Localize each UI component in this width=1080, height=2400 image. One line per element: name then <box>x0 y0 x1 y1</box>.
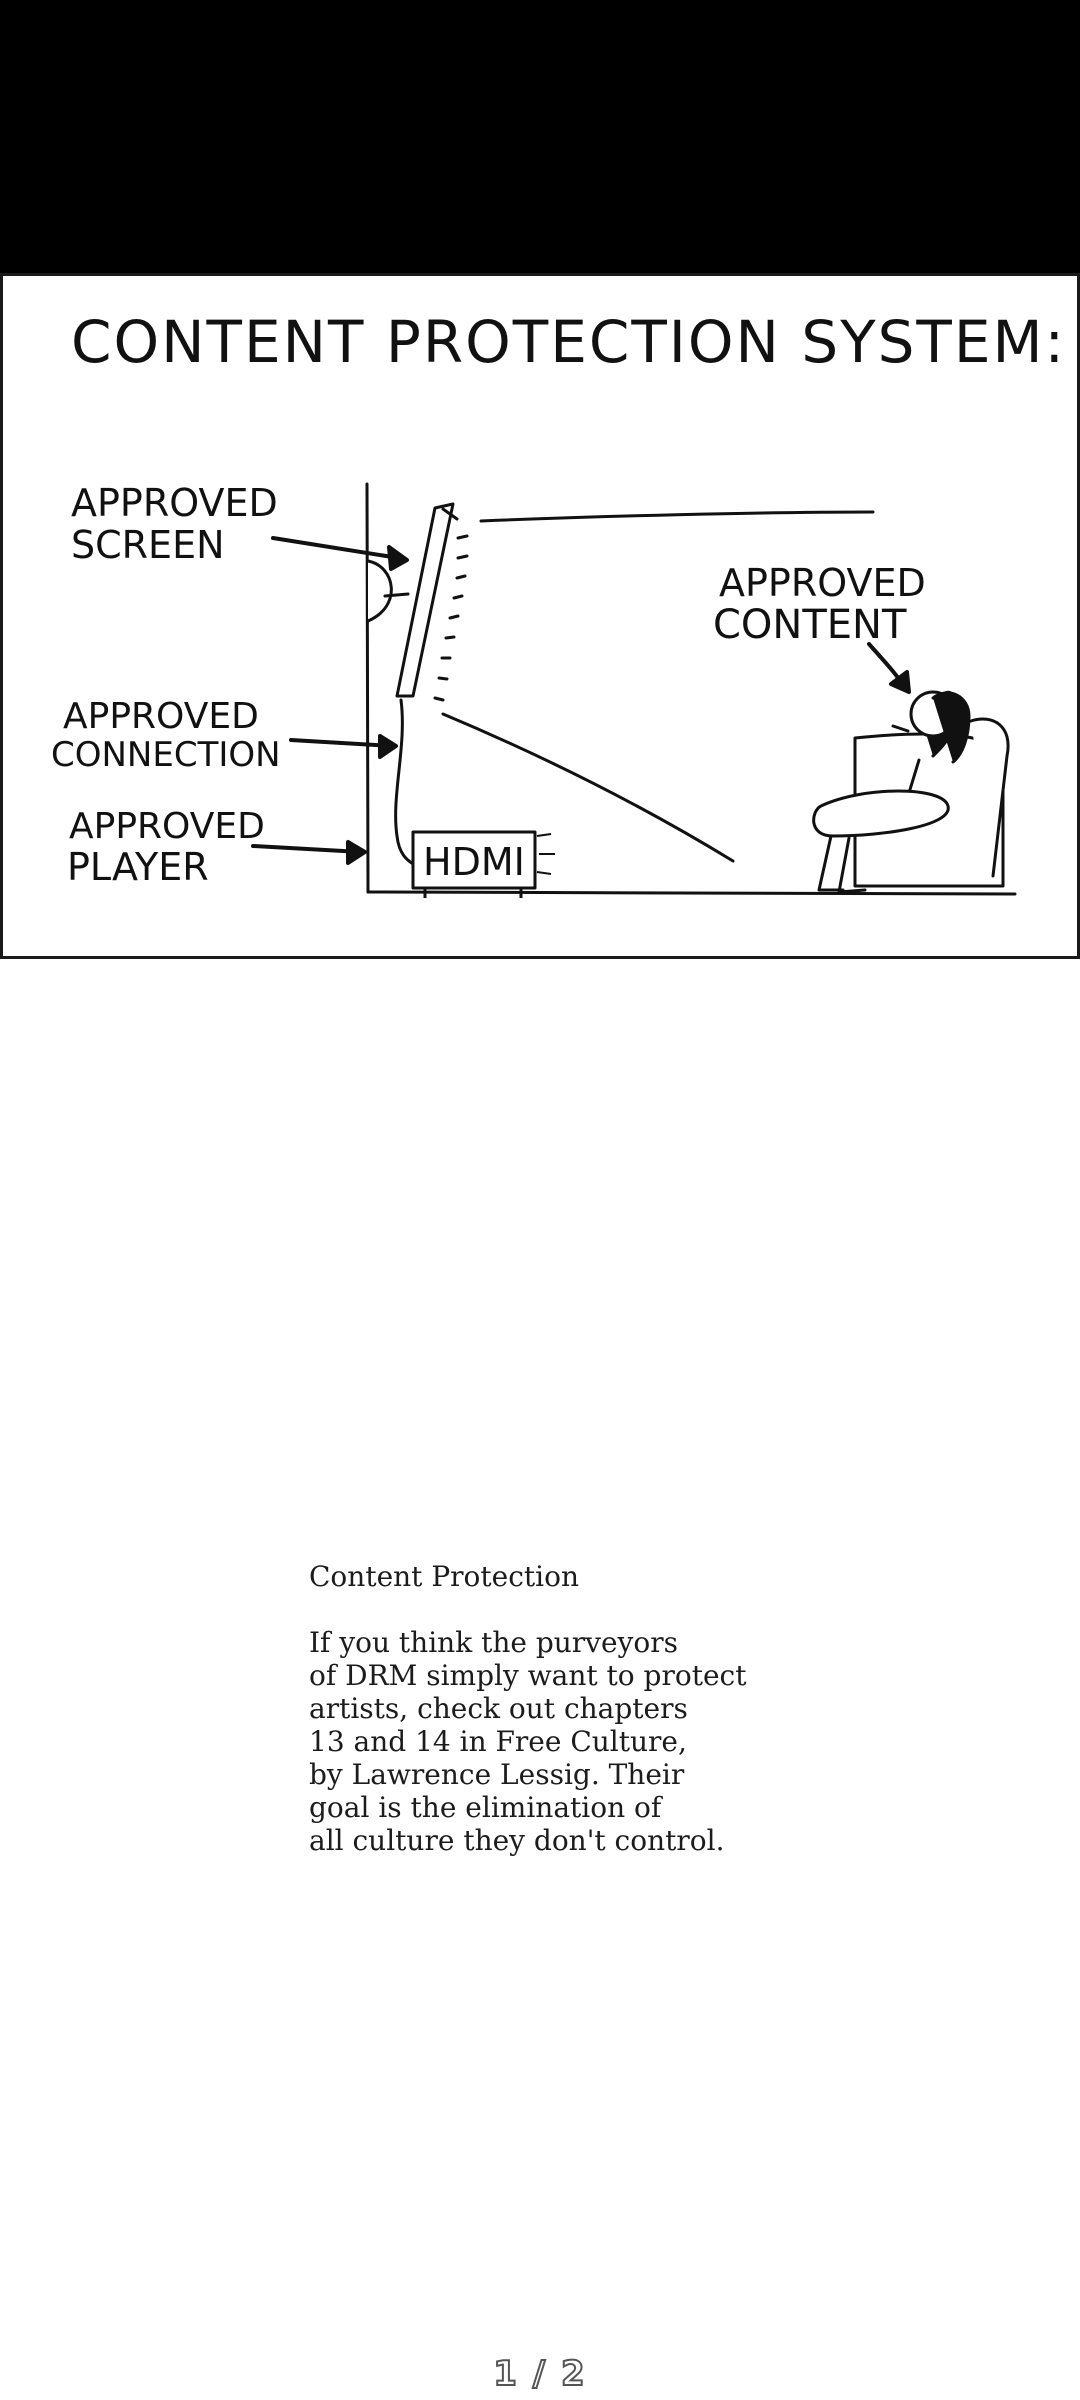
view-lines <box>441 510 875 863</box>
label-approved-connection-1: APPROVED <box>63 696 259 737</box>
comic-caption: Content Protection If you think the purv… <box>309 1560 869 1857</box>
caption-title: Content Protection <box>309 1560 580 1593</box>
label-arrows <box>251 536 911 865</box>
caption-body: If you think the purveyors of DRM simply… <box>309 1626 747 1857</box>
label-approved-content-2: CONTENT <box>713 602 907 648</box>
label-approved-player-2: PLAYER <box>67 845 209 889</box>
label-approved-content-1: APPROVED <box>719 561 926 605</box>
label-approved-connection-2: CONNECTION <box>51 735 281 775</box>
comic-image[interactable]: CONTENT PROTECTION SYSTEM: APPROVED SCRE… <box>0 273 1080 959</box>
viewer-figure <box>812 690 1010 894</box>
label-approved-screen-2: SCREEN <box>71 523 225 567</box>
label-approved-screen-1: APPROVED <box>71 481 278 525</box>
approved-connection-drawing <box>394 698 415 866</box>
approved-screen-drawing <box>366 502 459 698</box>
hdmi-device-label: HDMI <box>423 840 525 884</box>
top-black-band <box>0 0 1080 273</box>
comic-heading: CONTENT PROTECTION SYSTEM: <box>71 308 1066 376</box>
comic-drawing: CONTENT PROTECTION SYSTEM: APPROVED SCRE… <box>51 308 1066 898</box>
screen-light-rays <box>433 534 469 702</box>
label-approved-player-1: APPROVED <box>69 806 265 847</box>
approved-player-drawing <box>411 830 555 898</box>
page-indicator: 1 / 2 <box>492 2353 587 2395</box>
